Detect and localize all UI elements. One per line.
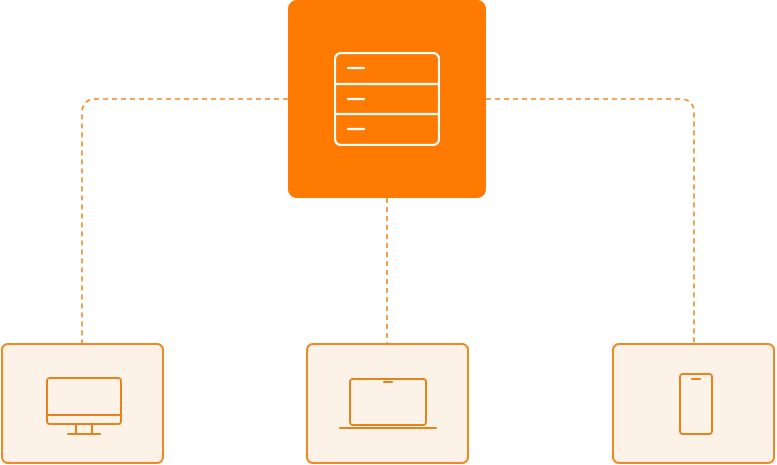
desktop-node (1, 343, 164, 464)
phone-node (612, 343, 775, 464)
desktop-monitor-icon (46, 377, 122, 435)
connector-desktop (81, 98, 288, 343)
server-icon (334, 52, 440, 146)
smartphone-icon (679, 373, 713, 435)
laptop-node (306, 343, 469, 464)
laptop-icon (339, 378, 437, 429)
server-node (288, 0, 486, 198)
connector-phone (486, 98, 695, 343)
